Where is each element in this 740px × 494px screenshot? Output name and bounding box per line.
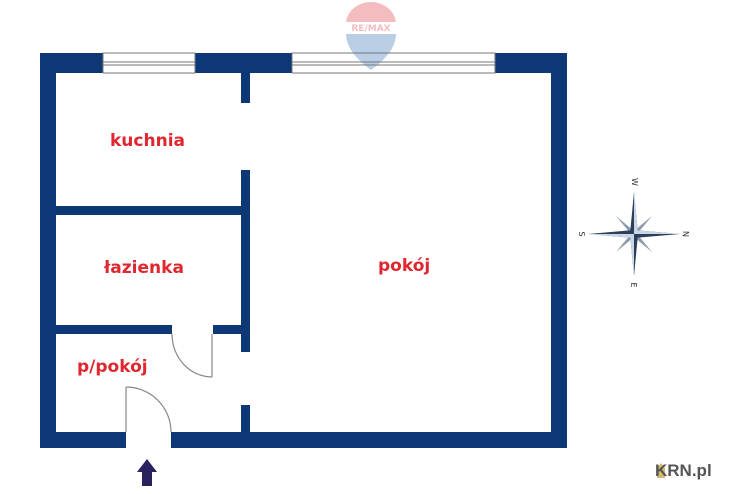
- krn-house-icon: [657, 463, 665, 478]
- compass-rose-icon: W N E S: [577, 178, 690, 287]
- walls: [40, 53, 567, 448]
- compass-s: S: [577, 231, 586, 236]
- entrance-arrow-icon: [137, 459, 157, 486]
- label-kuchnia: kuchnia: [110, 131, 185, 151]
- compass-w: W: [630, 178, 639, 186]
- krn-watermark: KRN.pl: [655, 461, 712, 480]
- label-lazienka: łazienka: [103, 258, 184, 278]
- label-przedpokoj: p/pokój: [77, 357, 148, 377]
- doors: [125, 333, 213, 433]
- compass-e: E: [629, 282, 638, 287]
- svg-text:RE/MAX: RE/MAX: [351, 24, 390, 34]
- label-pokoj: pokój: [378, 256, 430, 276]
- remax-logo: RE/MAX: [346, 2, 396, 70]
- compass-n: N: [681, 231, 690, 237]
- windows: [102, 52, 496, 74]
